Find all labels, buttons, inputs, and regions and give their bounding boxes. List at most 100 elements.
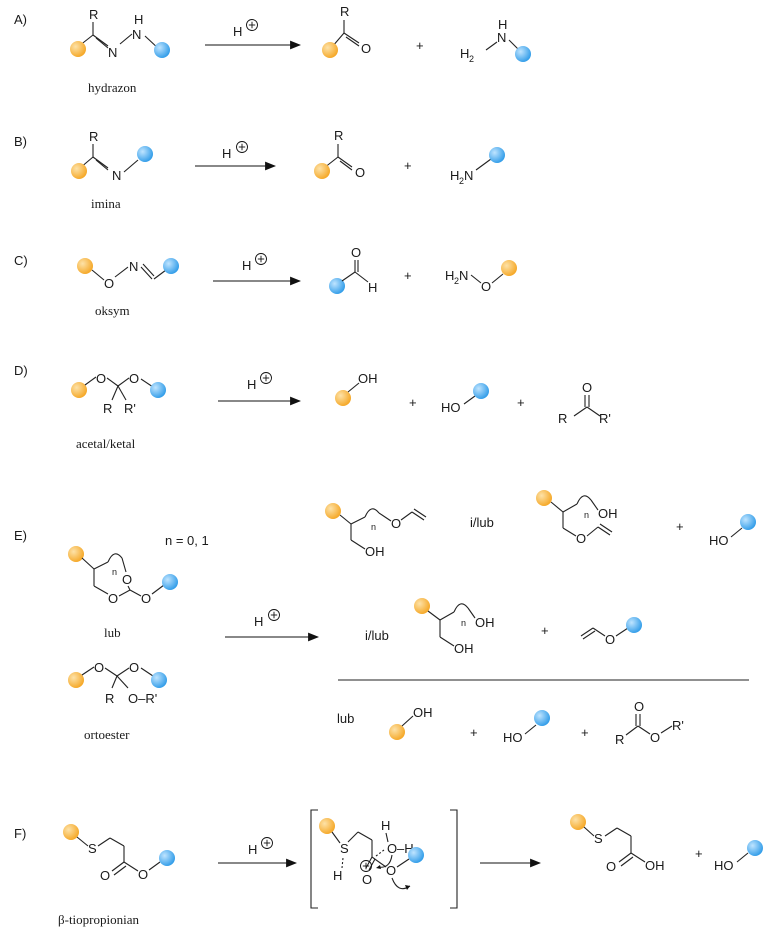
ester-product: O R O R' xyxy=(615,699,684,747)
svg-text:R: R xyxy=(89,129,98,144)
hydrazine-product: H 2 N H xyxy=(460,17,531,64)
orthoester-structure: O O R O–R' xyxy=(68,660,167,706)
plus-charge-icon xyxy=(261,837,273,849)
svg-text:O: O xyxy=(94,660,104,675)
svg-text:OH: OH xyxy=(365,544,385,559)
svg-text:O: O xyxy=(129,371,139,386)
imine-caption: imina xyxy=(91,196,121,211)
svg-text:R': R' xyxy=(599,411,611,426)
svg-text:S: S xyxy=(340,841,349,856)
svg-text:HO: HO xyxy=(714,858,734,873)
svg-text:OH: OH xyxy=(598,506,618,521)
svg-text:O: O xyxy=(650,730,660,745)
section-f-letter: F) xyxy=(14,826,26,841)
svg-text:O: O xyxy=(138,867,148,882)
svg-text:R: R xyxy=(340,4,349,19)
svg-text:HO: HO xyxy=(441,400,461,415)
amine-product: H 2 N xyxy=(450,147,505,186)
svg-text:H: H xyxy=(381,818,390,833)
svg-text:N: N xyxy=(132,27,141,42)
svg-text:+: + xyxy=(416,38,424,53)
alcohol-product-blue: HO xyxy=(709,514,756,548)
acid-reagent-label: H xyxy=(222,146,231,161)
svg-text:+: + xyxy=(404,158,412,173)
formate-ester-product: O xyxy=(580,617,642,647)
svg-text:O: O xyxy=(386,863,396,878)
svg-text:O: O xyxy=(605,632,615,647)
svg-text:+: + xyxy=(541,623,549,638)
alcohol-product-blue: HO xyxy=(503,710,550,745)
svg-text:R: R xyxy=(334,128,343,143)
alcohol-product-orange: OH xyxy=(389,705,433,740)
svg-text:N: N xyxy=(497,30,506,45)
section-b-letter: B) xyxy=(14,134,27,149)
svg-text:H: H xyxy=(450,168,459,183)
alcohol-product-blue: HO xyxy=(441,383,489,415)
acid-reagent-label: H xyxy=(254,614,263,629)
svg-text:H: H xyxy=(333,868,342,883)
alcohol-product-blue: HO xyxy=(714,840,763,873)
svg-text:R: R xyxy=(615,732,624,747)
svg-text:lub: lub xyxy=(337,711,354,726)
section-a: A) R N N H hydrazon H R O + xyxy=(14,4,531,95)
svg-text:R: R xyxy=(89,7,98,22)
svg-text:+: + xyxy=(581,725,589,740)
svg-text:N: N xyxy=(459,268,468,283)
svg-text:O: O xyxy=(582,380,592,395)
ketone-product: R O xyxy=(322,4,371,58)
orange-substituent-ball xyxy=(70,41,86,57)
svg-text:HO: HO xyxy=(709,533,729,548)
section-a-letter: A) xyxy=(14,12,27,27)
svg-text:O: O xyxy=(362,872,372,887)
acetal-caption: acetal/ketal xyxy=(76,436,136,451)
plus-charge-icon xyxy=(255,253,267,265)
svg-text:N: N xyxy=(112,168,121,183)
svg-text:R: R xyxy=(558,411,567,426)
svg-text:R': R' xyxy=(124,401,136,416)
aldehyde-product: O H xyxy=(329,245,377,295)
svg-text:O: O xyxy=(576,531,586,546)
monoformate-product-a: OH n O xyxy=(325,503,427,559)
svg-text:2: 2 xyxy=(469,54,474,64)
section-e: E) n = 0, 1 n O O O lub O O xyxy=(14,490,756,747)
svg-text:O: O xyxy=(391,516,401,531)
svg-text:H: H xyxy=(368,280,377,295)
svg-text:O: O xyxy=(387,841,397,856)
plus-charge-icon xyxy=(260,372,272,384)
svg-text:O: O xyxy=(355,165,365,180)
svg-text:R': R' xyxy=(672,718,684,733)
plus-charge-icon xyxy=(268,609,280,621)
thiopropionate-structure: S O O xyxy=(63,824,175,883)
svg-text:+: + xyxy=(676,519,684,534)
section-c-letter: C) xyxy=(14,253,28,268)
svg-text:N: N xyxy=(129,259,138,274)
svg-text:n: n xyxy=(371,522,376,532)
carbonyl-product: O R R' xyxy=(558,380,611,426)
blue-substituent-ball xyxy=(154,42,170,58)
svg-text:i/lub: i/lub xyxy=(470,515,494,530)
svg-text:H: H xyxy=(460,46,469,61)
svg-text:O: O xyxy=(122,572,132,587)
svg-text:+: + xyxy=(517,395,525,410)
left-bracket xyxy=(310,809,318,909)
svg-text:n: n xyxy=(584,510,589,520)
plus-charge-icon xyxy=(236,141,248,153)
acid-reagent-label: H xyxy=(247,377,256,392)
svg-text:O: O xyxy=(129,660,139,675)
orthoester-caption: ortoester xyxy=(84,727,130,742)
ketone-product: R O xyxy=(314,128,365,180)
svg-text:n: n xyxy=(461,618,466,628)
svg-text:OH: OH xyxy=(413,705,433,720)
svg-text:N: N xyxy=(108,45,117,60)
svg-text:+: + xyxy=(695,846,703,861)
svg-text:OH: OH xyxy=(645,858,665,873)
svg-text:O: O xyxy=(104,276,114,291)
svg-text:S: S xyxy=(88,841,97,856)
acetal-structure: O O R R' xyxy=(71,371,166,416)
section-b: B) R N imina H R O + H 2 N xyxy=(14,128,505,211)
svg-text:i/lub: i/lub xyxy=(365,628,389,643)
svg-text:OH: OH xyxy=(475,615,495,630)
svg-text:O: O xyxy=(606,859,616,874)
svg-text:S: S xyxy=(594,831,603,846)
